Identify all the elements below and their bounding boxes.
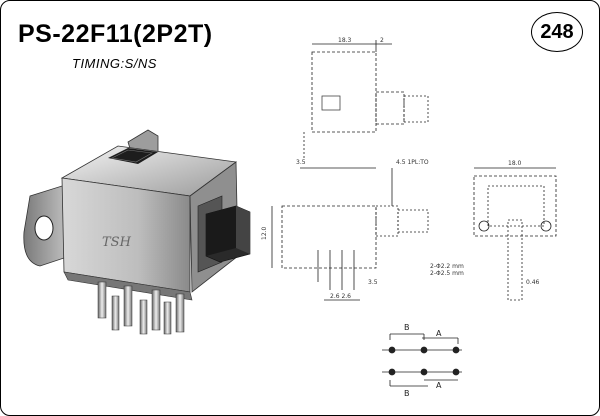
top-view: 18.3 2 3.5 bbox=[296, 37, 429, 169]
svg-text:3.5: 3.5 bbox=[368, 279, 378, 286]
svg-text:18.3: 18.3 bbox=[338, 37, 352, 44]
front-view: 12.0 4.5 1PL:TO 2.6 2.6 3.5 bbox=[261, 159, 429, 301]
page-number-badge: 248 bbox=[531, 12, 583, 52]
brand-marking: TSH bbox=[102, 235, 132, 250]
part-number-title: PS-22F11(2P2T) bbox=[18, 20, 213, 48]
svg-text:2-Φ2.5 mm: 2-Φ2.5 mm bbox=[430, 270, 464, 277]
svg-text:12.0: 12.0 bbox=[261, 226, 268, 240]
schematic-label-a-top: A bbox=[436, 329, 442, 338]
schematic-label-b: B bbox=[404, 323, 410, 332]
svg-text:18.0: 18.0 bbox=[508, 160, 522, 167]
timing-label: TIMING:S/NS bbox=[72, 56, 157, 71]
svg-text:2: 2 bbox=[380, 37, 384, 44]
side-view: 18.0 0.46 2-Φ2.2 mm 2-Φ2.5 mm bbox=[430, 160, 557, 301]
svg-text:3.5: 3.5 bbox=[296, 159, 306, 166]
schematic-label-a-bottom: A bbox=[436, 381, 442, 390]
svg-text:2-Φ2.2 mm: 2-Φ2.2 mm bbox=[430, 263, 464, 270]
svg-text:2.6 2.6: 2.6 2.6 bbox=[330, 293, 351, 300]
svg-text:0.46: 0.46 bbox=[526, 279, 540, 286]
svg-text:4.5 1PL:TO: 4.5 1PL:TO bbox=[396, 159, 429, 166]
pin-schematic bbox=[382, 333, 462, 387]
schematic-label-b-bottom: B bbox=[404, 389, 410, 398]
